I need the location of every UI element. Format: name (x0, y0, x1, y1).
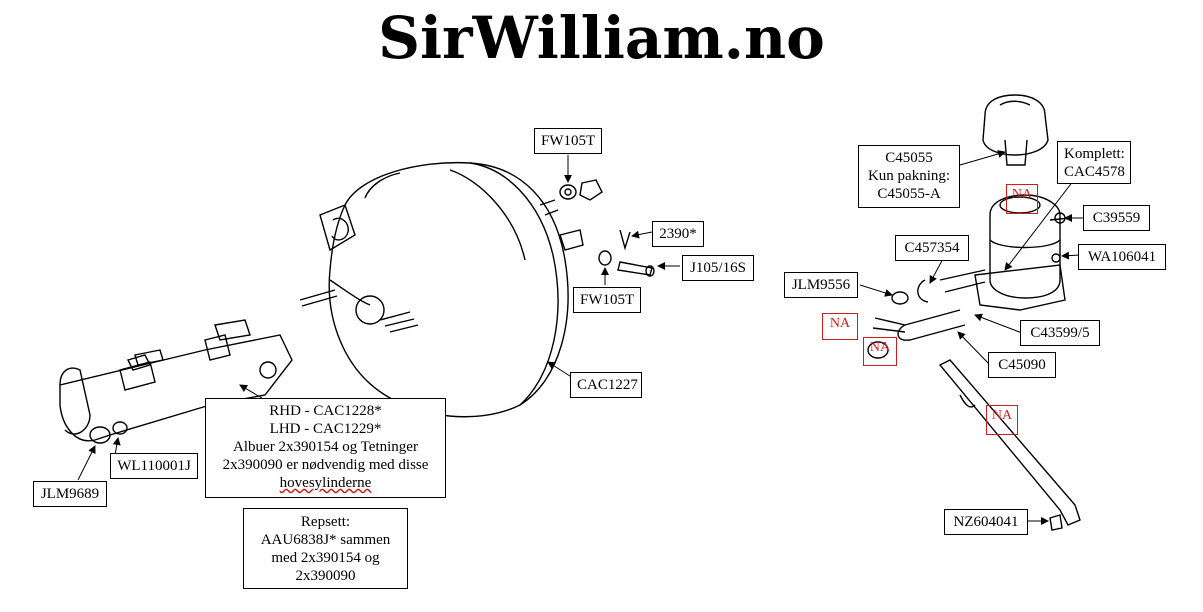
na-marker-pipe: NA (822, 313, 858, 340)
na-marker-clip: NA (863, 337, 897, 366)
c45055-line-1: C45055 (885, 150, 933, 166)
label-c45055: C45055 Kun pakning: C45055-A (858, 145, 960, 208)
label-2390: 2390* (652, 221, 704, 247)
label-jlm9689: JLM9689 (33, 481, 107, 507)
label-c43599-5: C43599/5 (1020, 320, 1100, 346)
repsett-line-4: 2x390090 (295, 568, 356, 584)
label-c39559: C39559 (1083, 205, 1150, 231)
label-repsett: Repsett: AAU6838J* sammen med 2x390154 o… (243, 508, 408, 589)
master-cylinder-line-2: LHD - CAC1229* (269, 421, 382, 437)
label-master-cylinder: RHD - CAC1228* LHD - CAC1229* Albuer 2x3… (205, 398, 446, 498)
master-cylinder-line-4: 2x390090 er nødvendig med disse (222, 457, 429, 473)
c45055-line-3: C45055-A (877, 186, 941, 202)
label-wa106041: WA106041 (1078, 244, 1166, 270)
servo-booster-drawing (299, 161, 584, 418)
label-jlm9556: JLM9556 (784, 272, 858, 298)
komplett-line-1: Komplett: (1064, 146, 1125, 162)
na-marker-reservoir: NA (1006, 184, 1038, 214)
repsett-line-2: AAU6838J* sammen (260, 532, 391, 548)
label-j105-16s: J105/16S (682, 255, 754, 281)
label-komplett: Komplett: CAC4578 (1057, 141, 1131, 184)
site-title: SirWilliam.no (378, 4, 825, 72)
c45055-line-2: Kun pakning: (867, 168, 951, 184)
master-cylinder-line-5: hovesylinderne (279, 475, 372, 491)
master-cylinder-line-3: Albuer 2x390154 og Tetninger (233, 439, 418, 455)
label-fw105t-top: FW105T (534, 128, 602, 154)
master-cylinder-line-1: RHD - CAC1228* (269, 403, 382, 419)
label-c457354: C457354 (895, 235, 969, 261)
label-c45090: C45090 (988, 352, 1056, 378)
na-marker-bracket: NA (986, 405, 1018, 435)
label-fw105t-bottom: FW105T (573, 287, 641, 313)
label-cac1227: CAC1227 (570, 372, 642, 398)
label-nz604041: NZ604041 (944, 509, 1028, 535)
repsett-line-3: med 2x390154 og (271, 550, 380, 566)
label-wl110001j: WL110001J (110, 453, 198, 479)
master-cylinder-drawing (59, 319, 293, 444)
komplett-line-2: CAC4578 (1064, 164, 1125, 180)
repsett-line-1: Repsett: (300, 514, 351, 530)
